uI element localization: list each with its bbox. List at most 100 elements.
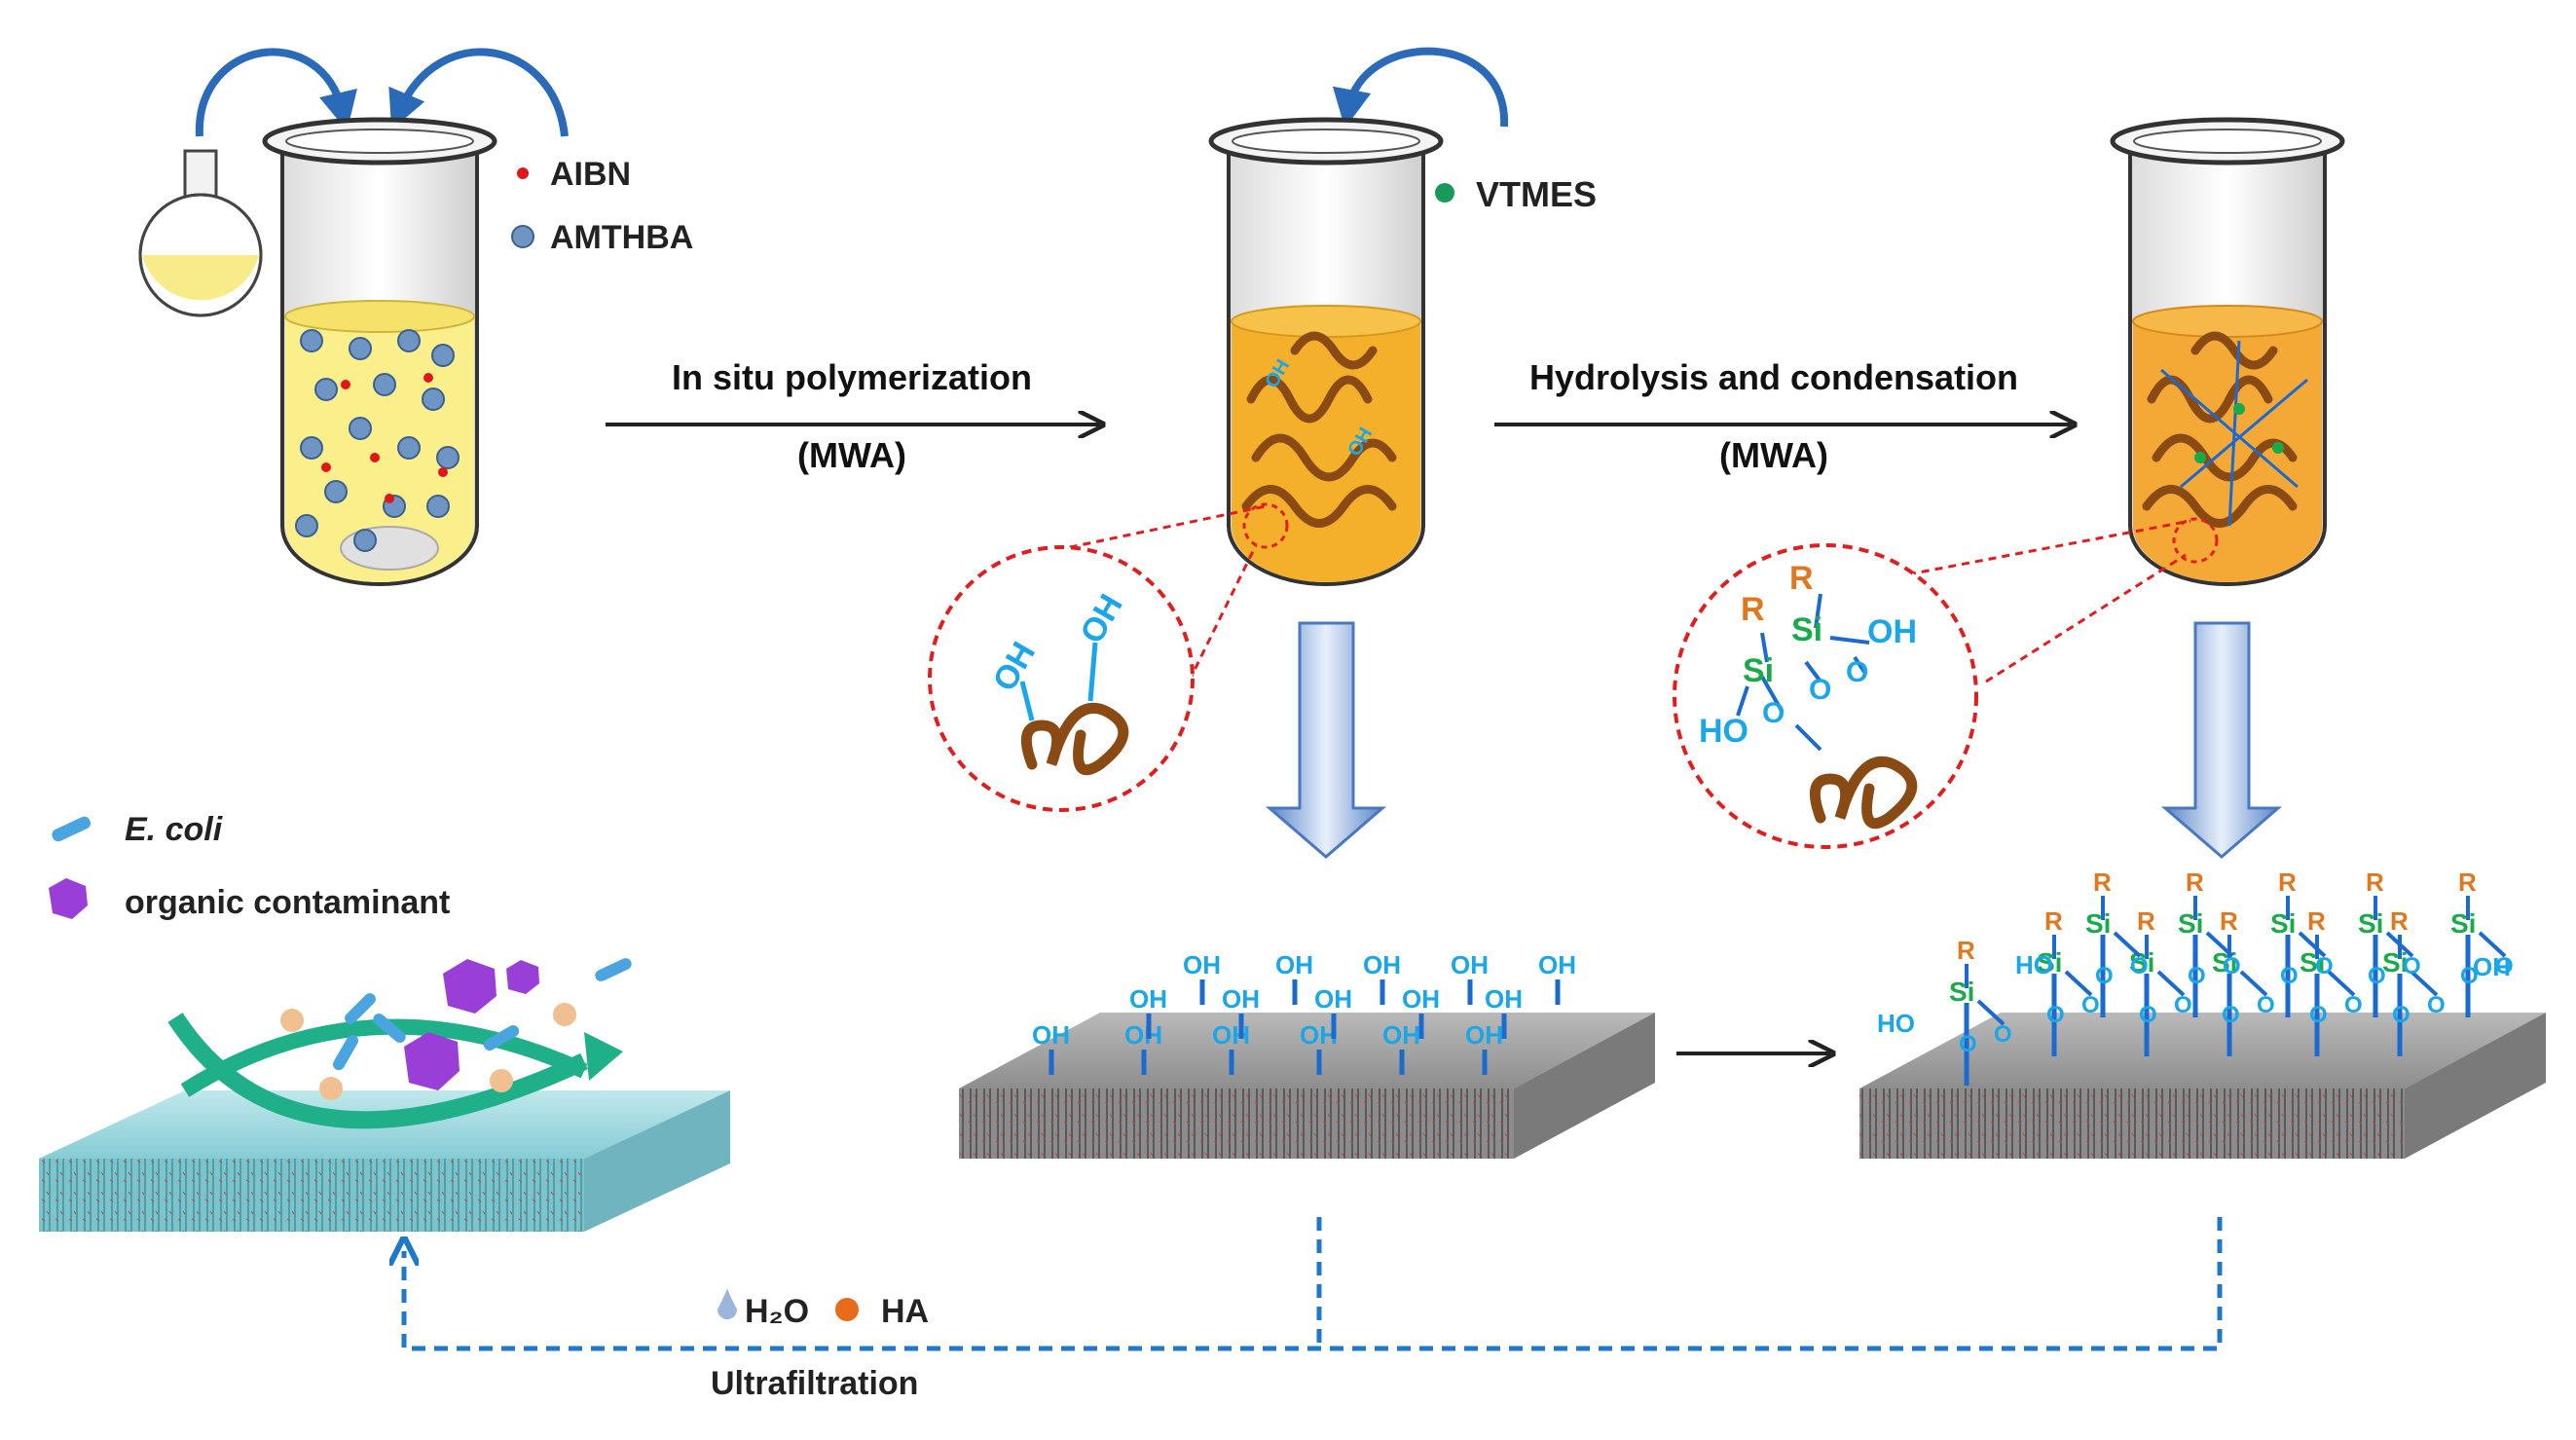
surface-oh: OH	[1124, 1020, 1162, 1050]
surface-o: O	[2046, 1002, 2065, 1028]
amthba-particle	[349, 337, 372, 360]
aibn-particle	[438, 467, 448, 477]
surface-o: O	[2223, 953, 2241, 979]
surface-r: R	[2307, 906, 2326, 936]
surface-oh: OH	[1465, 1020, 1503, 1050]
surface-oh: OH	[1402, 984, 1440, 1014]
amthba-particle	[431, 344, 455, 367]
membrane-oh	[959, 1013, 1655, 1159]
vtmes-label: VTMES	[1476, 174, 1597, 214]
surface-si: Si	[2037, 947, 2062, 978]
surface-o: O	[2095, 963, 2114, 989]
down-arrow-1	[1265, 621, 1387, 859]
surface-r: R	[2220, 906, 2238, 936]
surface-o: O	[2344, 992, 2363, 1018]
organic-contaminant-icon	[49, 878, 88, 919]
surface-r: R	[2137, 906, 2155, 936]
test-tube-3	[2110, 117, 2345, 586]
zoom2-o-a: O	[1762, 697, 1785, 729]
surface-o: O	[2495, 953, 2514, 979]
surface-o: O	[2081, 992, 2100, 1018]
tube1-particles	[295, 329, 460, 552]
surface-oh: OH	[1363, 950, 1401, 979]
surface-oh: OH	[1222, 984, 1260, 1014]
ultrafiltration-label: Ultrafiltration	[711, 1365, 918, 1402]
surface-si: Si	[2178, 908, 2203, 939]
legend-organic: organic contaminant	[49, 878, 450, 921]
legend-ha: HA	[835, 1293, 929, 1330]
step-arrow-2: Hydrolysis and condensation (MWA)	[1494, 357, 2072, 475]
zoom2-si-b: Si	[1743, 652, 1774, 689]
surface-o: O	[2130, 953, 2149, 979]
curved-arrow-reagents	[388, 48, 569, 137]
surface-o: O	[2222, 1002, 2240, 1028]
surface-r: R	[2390, 906, 2409, 936]
membrane-silane	[1859, 1013, 2546, 1159]
amthba-particle	[397, 436, 421, 460]
surface-r: R	[2093, 868, 2112, 897]
aibn-dot	[517, 167, 529, 179]
ha-label: HA	[881, 1293, 929, 1330]
amthba-particle	[295, 514, 318, 537]
organic-label: organic contaminant	[125, 884, 450, 921]
surface-r: R	[2366, 868, 2384, 897]
surface-oh: OH	[1485, 984, 1523, 1014]
amthba-particle	[436, 446, 460, 469]
amthba-particle	[300, 329, 323, 352]
surface-r: R	[2186, 868, 2204, 897]
surface-oh: OH	[1183, 950, 1221, 979]
surface-r: R	[2044, 906, 2063, 936]
curved-arrow-flask	[195, 48, 357, 137]
aibn-particle	[385, 494, 394, 503]
ultrafiltration-loop	[404, 1217, 2223, 1351]
amthba-label: AMTHBA	[550, 219, 693, 256]
surface-si: Si	[1949, 977, 1974, 1007]
surface-r: R	[2458, 868, 2477, 897]
surface-r: R	[1957, 936, 1975, 965]
step2-condition: (MWA)	[1719, 435, 1828, 475]
amthba-particle	[397, 329, 421, 352]
surface-o: O	[2257, 992, 2275, 1018]
amthba-particle	[426, 495, 450, 518]
zoom-circle-silane: R R Si Si OH HO O O O	[1673, 517, 2219, 849]
zoom2-si-a: Si	[1791, 611, 1822, 648]
surface-o: O	[2280, 963, 2299, 989]
surface-o: O	[2139, 1002, 2157, 1028]
surface-oh: OH	[1538, 950, 1576, 979]
legend-aibn: AIBN	[517, 156, 631, 193]
zoom2-r-a: R	[1741, 591, 1765, 628]
surface-o: O	[2427, 992, 2446, 1018]
down-arrow-2	[2160, 621, 2283, 859]
membrane-silane-network: SiROOSiROOSiROOSiROOSiROOSiROOSiROOSiROO…	[1877, 868, 2514, 1086]
surface-si: Si	[2270, 908, 2296, 939]
aibn-particle	[341, 380, 350, 389]
surface-o: O	[2460, 963, 2479, 989]
surface-o: O	[2309, 1002, 2328, 1028]
surface-si: Si	[2358, 908, 2383, 939]
surface-oh: OH	[2473, 952, 2511, 981]
amthba-particle	[300, 436, 323, 460]
legend-ecoli: E. coli	[52, 811, 224, 848]
test-tube-1	[262, 117, 497, 586]
surface-o: O	[2368, 963, 2386, 989]
surface-o: O	[2174, 992, 2192, 1018]
ecoli-label: E. coli	[125, 811, 224, 848]
step1-title: In situ polymerization	[672, 357, 1032, 397]
legend-vtmes: VTMES	[1435, 174, 1597, 214]
ecoli-icon	[52, 816, 92, 842]
surface-si: Si	[2085, 908, 2111, 939]
aibn-particle	[321, 462, 331, 472]
surface-si: Si	[2382, 947, 2408, 978]
h2o-drop-icon	[718, 1288, 737, 1319]
vtmes-dot	[1435, 183, 1454, 203]
aibn-particle	[370, 453, 380, 462]
zoom2-o-b: O	[1809, 674, 1831, 706]
surface-si: Si	[2212, 947, 2237, 978]
curved-arrow-vtmes	[1332, 47, 1509, 129]
aibn-particle	[423, 373, 433, 383]
zoom-circle-polymer: OH OH	[928, 502, 1289, 812]
surface-o: O	[2403, 953, 2421, 979]
surface-r: R	[2278, 868, 2297, 897]
